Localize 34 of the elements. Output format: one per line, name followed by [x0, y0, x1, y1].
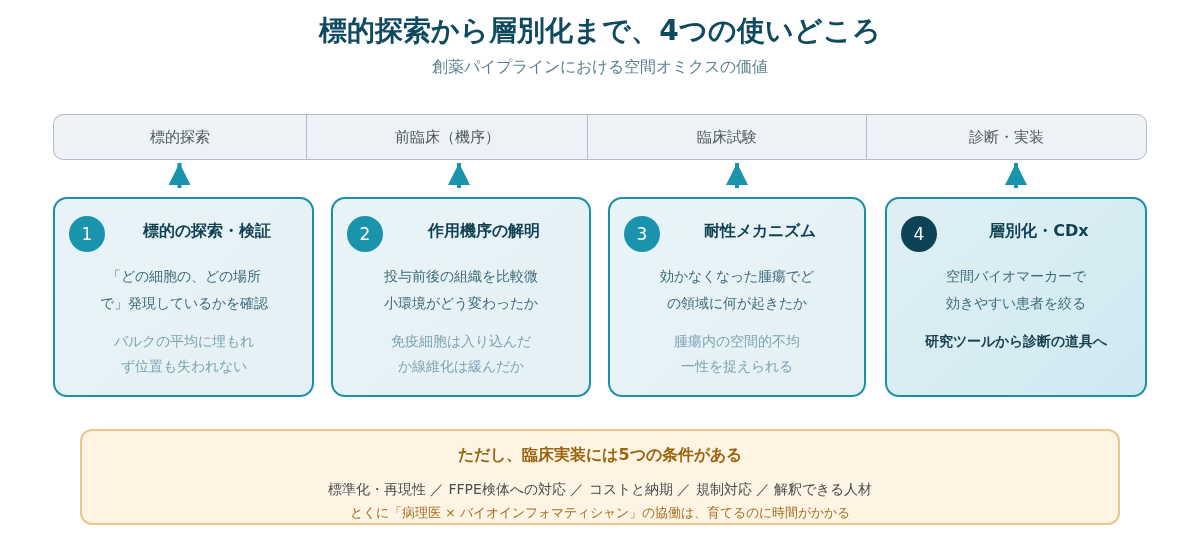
title: 標的探索から層別化まで、4つの使いどころ [317, 13, 882, 49]
card-description: 効かなくなった腫瘍でどの領域に何が起きたか [659, 267, 815, 313]
stage-segment: 前臨床（機序） [306, 114, 587, 160]
card-note: 免疫細胞は入り込んだか線維化は緩んだか [390, 332, 532, 376]
card-heading: 作用機序の解明 [426, 221, 541, 242]
card-description: 投与前後の組織を比較微小環境がどう変わったか [383, 267, 539, 313]
use-case-card [885, 197, 1147, 397]
card-heading: 標的の探索・検証 [141, 221, 272, 242]
arrow [726, 163, 748, 188]
condition-list: 標準化・再現性 ／ FFPE検体への対応 ／ コストと納期 ／ 規制対応 ／ 解釈できる人材 [82, 481, 1118, 499]
card-description: 「どの細胞の、どの場所で」発現しているかを確認 [98, 267, 269, 313]
condition-panel [80, 429, 1120, 525]
card-note: バルクの平均に埋もれず位置も失われない [112, 332, 255, 376]
stage-segment: 標的探索 [53, 114, 306, 160]
panel-note: とくに「病理医 × バイオインフォマティシャン」の協働は、育てるのに時間がかかる [349, 505, 851, 522]
card-note: 腫瘍内の空間的不均一性を捉えられる [673, 332, 801, 376]
card-heading: 耐性メカニズム [703, 221, 817, 242]
card-description: 空間バイオマーカーで効きやすい患者を絞る [945, 267, 1087, 313]
card-heading: 層別化・CDx [988, 221, 1090, 242]
stage-segment: 診断・実装 [866, 114, 1147, 160]
subtitle: 創薬パイプラインにおける空間オミクスの価値 [431, 57, 769, 78]
use-case-card [608, 197, 866, 397]
card-note: 研究ツールから診断の道具へ [924, 332, 1108, 351]
use-case-card [53, 197, 314, 397]
number-badge: 4 [901, 216, 937, 252]
number-badge: 3 [624, 216, 660, 252]
arrow [448, 163, 470, 188]
number-badge: 1 [69, 216, 105, 252]
use-case-card [331, 197, 591, 397]
arrow [1005, 163, 1027, 188]
panel-heading: ただし、臨床実装には5つの条件がある [457, 445, 743, 466]
stage-segment: 臨床試験 [587, 114, 866, 160]
number-badge: 2 [347, 216, 383, 252]
arrow [168, 163, 191, 188]
